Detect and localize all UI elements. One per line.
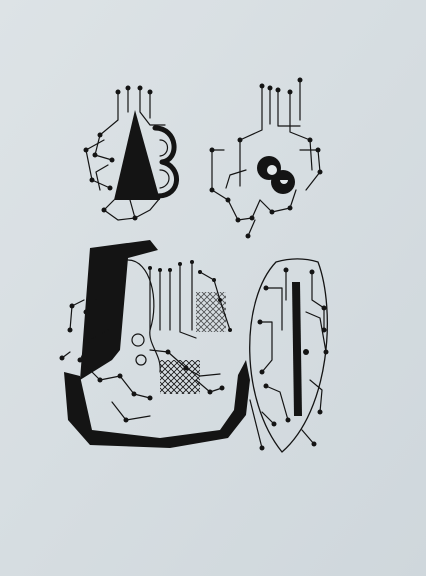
figure-top-right [211, 79, 321, 237]
ink-dots [59, 77, 329, 451]
figure-bottom-right [249, 258, 328, 453]
